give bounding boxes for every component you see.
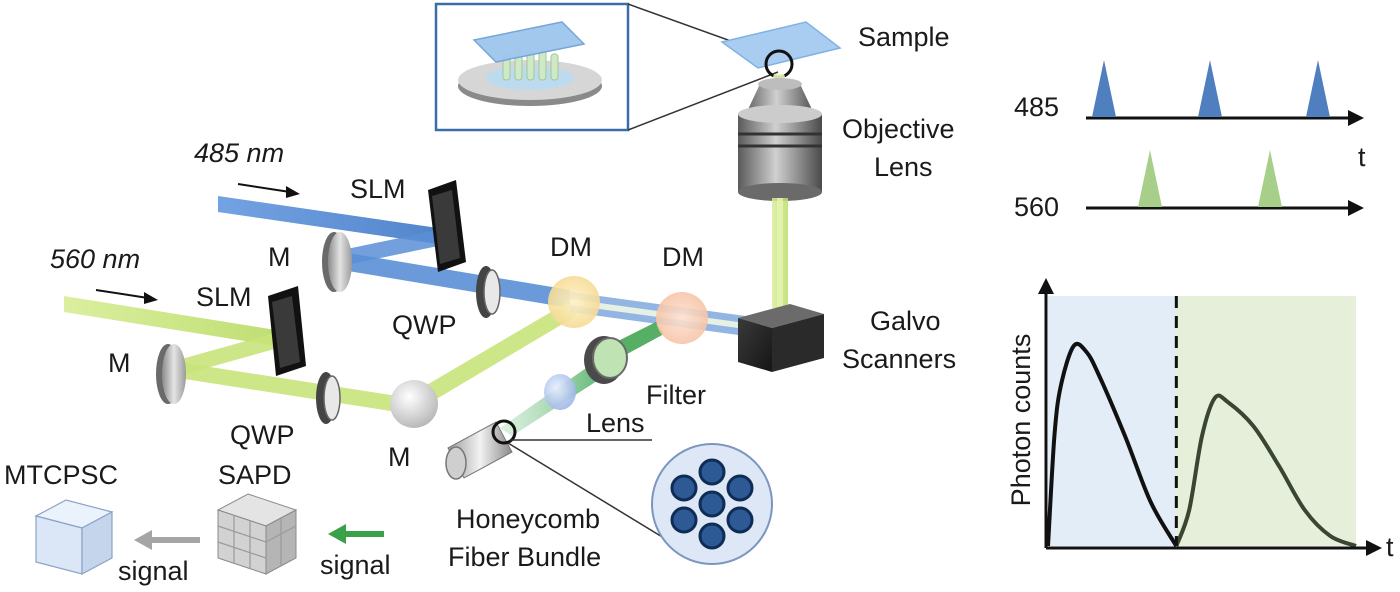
signal-arrow-left <box>134 530 200 550</box>
signal-left-label: signal <box>118 556 189 586</box>
qwp-bottom-label: QWP <box>230 420 295 450</box>
input-arrow-560 <box>95 289 158 304</box>
slm-bottom-label: SLM <box>196 282 252 312</box>
sapd-label: SAPD <box>218 460 292 490</box>
mirror-bottom-label: M <box>388 442 411 472</box>
qwp-bottom <box>316 372 341 424</box>
dichroic-mirror-left <box>548 276 600 328</box>
chart-region-2 <box>1176 296 1356 546</box>
pulse-560-2 <box>1258 150 1282 207</box>
timing-485-arrowhead <box>1348 110 1364 126</box>
wavelength-485-label: 485 nm <box>194 138 284 168</box>
objective-label-line1: Objective <box>842 114 955 144</box>
chart-x-arrowhead <box>1366 540 1382 556</box>
objective-label-line2: Lens <box>874 152 933 182</box>
slm-bottom <box>268 286 306 376</box>
signal-arrow-right <box>328 524 384 544</box>
signal-right-label: signal <box>320 550 391 580</box>
pulse-485-3 <box>1306 60 1330 117</box>
focusing-lens <box>544 374 576 410</box>
dichroic-mirror-right <box>656 292 708 344</box>
objective-lens <box>738 78 822 201</box>
mirror-left-label: M <box>108 348 131 378</box>
timing-560-label: 560 <box>1014 192 1059 222</box>
input-arrow-485 <box>237 183 300 198</box>
lens-label: Lens <box>586 408 645 438</box>
fiber-label-line2: Fiber Bundle <box>448 542 601 572</box>
decay-curve-1 <box>1046 341 1179 548</box>
chart-y-label: Photon counts <box>1006 334 1036 507</box>
emission-filter <box>584 336 628 384</box>
galvo-label-line1: Galvo <box>870 306 941 336</box>
fiber-label-line1: Honeycomb <box>456 504 600 534</box>
sapd-array <box>216 493 298 575</box>
galvo-label-line2: Scanners <box>842 344 956 374</box>
timing-560-arrowhead <box>1348 200 1364 216</box>
slm-top <box>428 180 466 272</box>
mirror-top <box>322 232 352 292</box>
chart-region-1 <box>1048 296 1177 546</box>
qwp-top-label: QWP <box>392 310 457 340</box>
wavelength-560-label: 560 nm <box>50 244 140 274</box>
slm-top-label: SLM <box>350 174 406 204</box>
dm-right-label: DM <box>662 242 704 272</box>
pulse-485-2 <box>1198 60 1222 117</box>
sample-inset <box>434 2 779 132</box>
qwp-top <box>476 266 501 318</box>
dm-left-label: DM <box>550 232 592 262</box>
honeycomb-fiber-cross-section <box>651 443 773 565</box>
mtcpsc-label: MTCPSC <box>4 460 118 490</box>
timing-t-label: t <box>1358 142 1366 172</box>
chart-y-arrowhead <box>1038 278 1054 294</box>
pulse-timing-diagram: 485 t 560 <box>1014 60 1366 222</box>
mirror-left <box>156 344 186 404</box>
pulse-485-1 <box>1092 60 1116 117</box>
mirror-bottom <box>390 380 438 428</box>
timing-485-label: 485 <box>1014 92 1059 122</box>
chart-x-label: t <box>1386 532 1394 562</box>
galvo-scanners <box>738 304 824 372</box>
photon-count-decay-chart: t Photon counts <box>1006 278 1394 562</box>
filter-label: Filter <box>646 380 706 410</box>
pulse-560-1 <box>1138 150 1162 207</box>
mirror-top-label: M <box>268 242 291 272</box>
mtcpsc-unit <box>34 499 114 575</box>
sample-label: Sample <box>858 22 950 52</box>
decay-curve-2 <box>1174 393 1357 548</box>
